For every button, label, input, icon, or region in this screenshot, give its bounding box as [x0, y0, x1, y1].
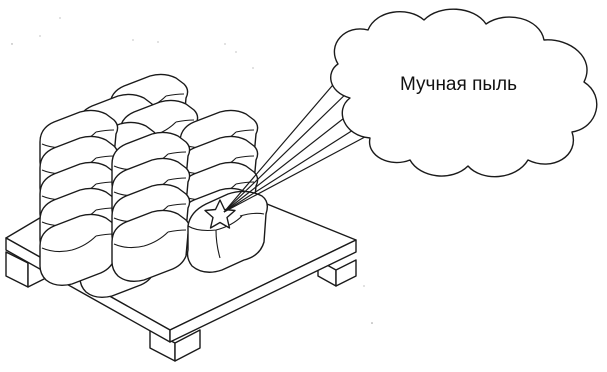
- dust-rays: [223, 71, 379, 213]
- flour-sack: [111, 209, 191, 283]
- background-speckles: [11, 17, 373, 324]
- cloud-label: Мучная пыль: [400, 74, 517, 95]
- single-flour-sack: [186, 190, 269, 273]
- star-icon: [204, 199, 236, 229]
- dust-cloud: [330, 8, 598, 178]
- flour-sack-stack: [39, 73, 259, 299]
